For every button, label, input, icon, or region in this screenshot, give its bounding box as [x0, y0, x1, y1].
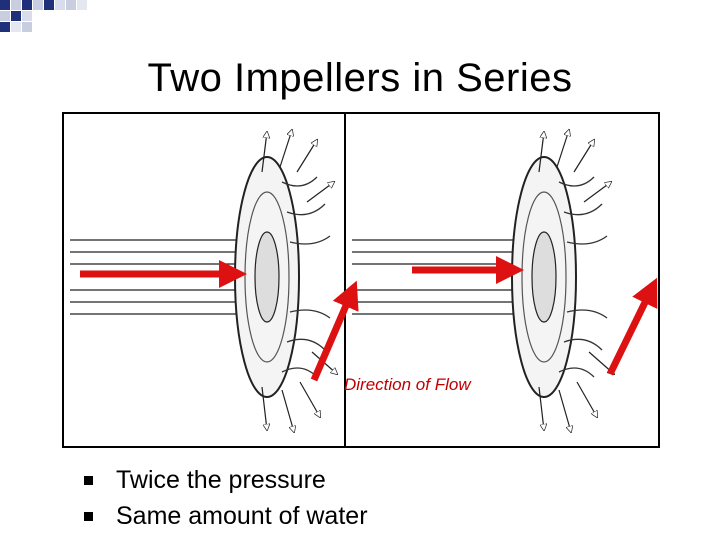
- bullet-item: Twice the pressure: [84, 462, 368, 498]
- impeller-diagram: [62, 112, 660, 448]
- slide-corner-decoration: [0, 0, 87, 32]
- slide-title: Two Impellers in Series: [147, 56, 573, 100]
- bullet-text: Twice the pressure: [116, 465, 326, 494]
- flow-direction-arrows: [80, 256, 658, 382]
- direction-of-flow-label: Direction of Flow: [344, 375, 471, 394]
- square-bullet-icon: [84, 511, 93, 521]
- bullet-list: Twice the pressure Same amount of water: [84, 462, 368, 534]
- bullet-text: Same amount of water: [116, 501, 368, 530]
- impeller-left: [70, 130, 337, 432]
- impeller-right: [352, 130, 614, 432]
- bullet-item: Same amount of water: [84, 498, 368, 534]
- square-bullet-icon: [84, 475, 93, 485]
